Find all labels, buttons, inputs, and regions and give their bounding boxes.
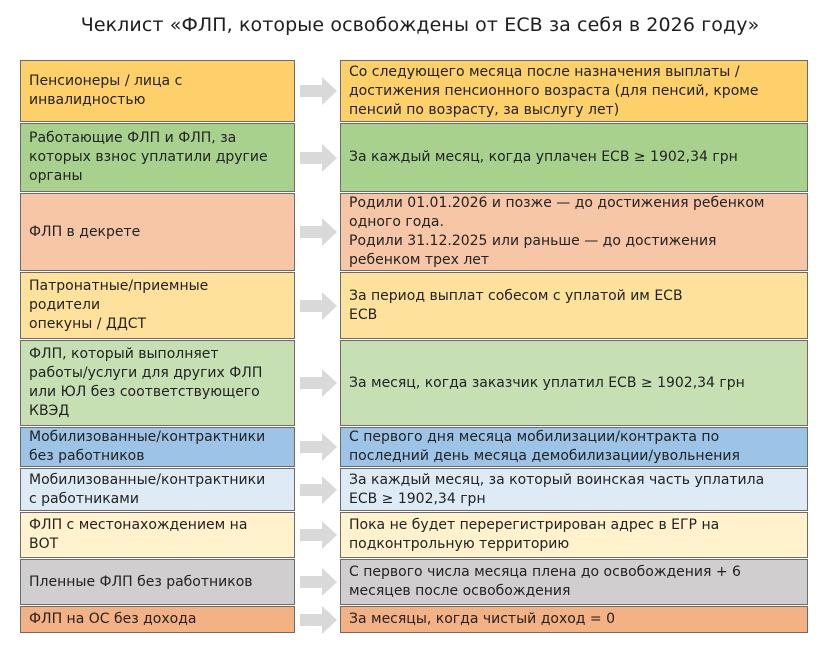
- category-label: Пленные ФЛП без работников: [29, 573, 253, 590]
- arrow-shape: [300, 77, 337, 105]
- condition-text: Со следующего месяца после назначения вы…: [349, 63, 759, 118]
- condition-cell: За месяцы, когда чистый доход = 0: [340, 606, 808, 633]
- arrow-shape: [300, 568, 337, 596]
- table-row: Пленные ФЛП без работников С первого чис…: [0, 559, 840, 605]
- arrow-shape: [300, 433, 337, 461]
- arrow-right-icon: [300, 605, 337, 634]
- condition-text: С первого дня месяца мобилизации/контрак…: [349, 429, 740, 464]
- table-row: ФЛП с местонахождением на ВОТ Пока не бу…: [0, 512, 840, 558]
- condition-text: За период выплат собесом с уплатой им ЕС…: [349, 287, 683, 323]
- condition-text: За каждый месяц, когда уплачен ЕСВ ≥ 190…: [349, 149, 738, 165]
- arrow-right-icon: [300, 521, 337, 549]
- arrow-shape: [300, 605, 337, 634]
- condition-cell: Пока не будет перерегистрирован адрес в …: [340, 512, 808, 558]
- category-cell: ФЛП на ОС без дохода: [20, 606, 295, 633]
- condition-cell: За месяц, когда заказчик уплатил ЕСВ ≥ 1…: [340, 340, 808, 426]
- condition-cell: Со следующего месяца после назначения вы…: [340, 60, 808, 122]
- condition-cell: С первого числа месяца плена до освобожд…: [340, 559, 808, 605]
- condition-text: За каждый месяц, за который воинская час…: [349, 471, 765, 507]
- condition-text: За месяцы, когда чистый доход = 0: [349, 611, 616, 627]
- category-cell: Пленные ФЛП без работников: [20, 559, 295, 605]
- category-cell: ФЛП в декрете: [20, 193, 295, 271]
- arrow-shape: [300, 369, 337, 397]
- category-cell: Мобилизованные/контрактники без работник…: [20, 427, 295, 467]
- condition-cell: За каждый месяц, за который воинская час…: [340, 468, 808, 511]
- arrow-right-icon: [300, 433, 337, 461]
- category-cell: ФЛП, который выполняет работы/услуги для…: [20, 340, 295, 426]
- table-row: Мобилизованные/контрактники без работник…: [0, 427, 840, 467]
- arrow-right-icon: [300, 568, 337, 596]
- table-row: ФЛП в декрете Родили 01.01.2026 и позже …: [0, 193, 840, 271]
- category-label: ФЛП с местонахождением на ВОТ: [29, 517, 248, 552]
- category-label: ФЛП в декрете: [29, 223, 141, 240]
- table-row: Мобилизованные/контрактники с работникам…: [0, 468, 840, 511]
- arrow-shape: [300, 475, 337, 504]
- arrow-right-icon: [300, 475, 337, 504]
- condition-text: Пока не будет перерегистрирован адрес в …: [349, 517, 720, 552]
- arrow-right-icon: [300, 143, 337, 172]
- arrow-shape: [300, 521, 337, 549]
- category-label: ФЛП, который выполняет работы/услуги для…: [29, 346, 263, 419]
- category-label: Мобилизованные/контрактники без работник…: [29, 429, 266, 464]
- condition-cell: С первого дня месяца мобилизации/контрак…: [340, 427, 808, 467]
- category-label: Мобилизованные/контрактники с работникам…: [29, 471, 266, 507]
- table-row: Патронатные/приемные родители опекуны / …: [0, 272, 840, 339]
- arrow-right-icon: [300, 77, 337, 105]
- category-label: Патронатные/приемные родители опекуны / …: [29, 278, 209, 332]
- condition-cell: За период выплат собесом с уплатой им ЕС…: [340, 272, 808, 339]
- condition-cell: За каждый месяц, когда уплачен ЕСВ ≥ 190…: [340, 123, 808, 192]
- arrow-shape: [300, 143, 337, 172]
- category-cell: Работающие ФЛП и ФЛП, за которых взнос у…: [20, 123, 295, 192]
- category-label: ФЛП на ОС без дохода: [29, 611, 197, 627]
- category-cell: Мобилизованные/контрактники с работникам…: [20, 468, 295, 511]
- arrow-shape: [300, 291, 337, 320]
- table-row: Пенсионеры / лица с инвалидностью Со сле…: [0, 60, 840, 122]
- page-title: Чеклист «ФЛП, которые освобождены от ЕСВ…: [80, 14, 760, 36]
- arrow-right-icon: [300, 369, 337, 397]
- category-cell: ФЛП с местонахождением на ВОТ: [20, 512, 295, 558]
- condition-text: Родили 01.01.2026 и позже — до достижени…: [349, 195, 765, 268]
- arrow-right-icon: [300, 291, 337, 320]
- condition-cell: Родили 01.01.2026 и позже — до достижени…: [340, 193, 808, 271]
- category-cell: Патронатные/приемные родители опекуны / …: [20, 272, 295, 339]
- category-label: Работающие ФЛП и ФЛП, за которых взнос у…: [29, 130, 268, 184]
- table-row: ФЛП на ОС без дохода За месяцы, когда чи…: [0, 605, 840, 634]
- arrow-right-icon: [300, 218, 337, 246]
- table-row: Работающие ФЛП и ФЛП, за которых взнос у…: [0, 123, 840, 192]
- condition-text: С первого числа месяца плена до освобожд…: [349, 564, 741, 599]
- table-row: ФЛП, который выполняет работы/услуги для…: [0, 340, 840, 426]
- arrow-shape: [300, 218, 337, 246]
- category-label: Пенсионеры / лица с инвалидностью: [29, 73, 183, 108]
- category-cell: Пенсионеры / лица с инвалидностью: [20, 60, 295, 122]
- condition-text: За месяц, когда заказчик уплатил ЕСВ ≥ 1…: [349, 374, 745, 391]
